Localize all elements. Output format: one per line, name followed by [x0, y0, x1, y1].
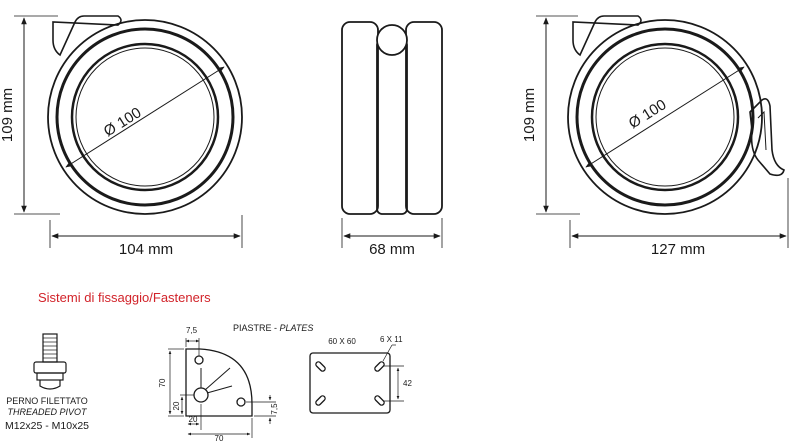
- right-wheel-side-view: [567, 15, 785, 215]
- left-wheel-outer: [47, 19, 243, 215]
- left-diameter-line: [65, 66, 225, 168]
- corner-dim-bottom-inner: 20: [189, 415, 198, 424]
- fasteners-heading: Sistemi di fissaggio/Fasteners: [38, 290, 211, 305]
- plates-label: PIASTRE - PLATES: [233, 323, 313, 333]
- middle-wheel-stem-ball: [376, 24, 408, 56]
- square-plate-dims: [382, 344, 404, 402]
- right-diameter-line: [585, 66, 745, 168]
- right-wheel-outer: [567, 19, 763, 215]
- left-height-label: 109 mm: [0, 88, 16, 142]
- left-diameter-label: Ø 100: [101, 104, 145, 140]
- right-wheel-housing: [572, 15, 642, 57]
- middle-width-label: 68 mm: [369, 241, 415, 258]
- corner-plate-dims: [168, 338, 276, 438]
- threaded-pivot-drawing: [33, 333, 67, 390]
- plates-label-it: PIASTRE -: [233, 323, 280, 333]
- square-dim-holes: 6 X 11: [380, 335, 403, 344]
- middle-wheel-front-view: [341, 21, 443, 215]
- left-width-label: 104 mm: [119, 241, 173, 258]
- right-wheel-tread: [575, 27, 755, 207]
- square-dim-spacing: 42: [403, 379, 412, 388]
- corner-dim-bottom: 70: [215, 434, 224, 442]
- pivot-sizes: M12x25 - M10x25: [5, 420, 89, 432]
- left-wheel-housing: [52, 15, 122, 57]
- pivot-label-it: PERNO FILETTATO: [6, 396, 88, 406]
- plates-label-en: PLATES: [280, 323, 314, 333]
- right-width-label: 127 mm: [651, 241, 705, 258]
- corner-dim-right: 7,5: [270, 403, 279, 415]
- corner-plate-drawing: [185, 348, 253, 417]
- square-dim-size: 60 X 60: [328, 337, 356, 346]
- corner-dim-side: 70: [158, 378, 167, 387]
- square-plate-drawing: [309, 352, 391, 414]
- middle-wheel-left-half: [341, 21, 379, 215]
- brake-pedal: [749, 98, 785, 177]
- left-wheel-tread: [55, 27, 235, 207]
- middle-wheel-center: [376, 39, 408, 215]
- left-wheel-side-view: [47, 15, 243, 215]
- corner-dim-inner: 20: [172, 401, 181, 410]
- pivot-label-en: THREADED PIVOT: [7, 407, 88, 417]
- right-diameter-label: Ø 100: [626, 96, 670, 132]
- right-height-label: 109 mm: [521, 88, 538, 142]
- middle-wheel-right-half: [405, 21, 443, 215]
- corner-dim-top: 7,5: [186, 326, 198, 335]
